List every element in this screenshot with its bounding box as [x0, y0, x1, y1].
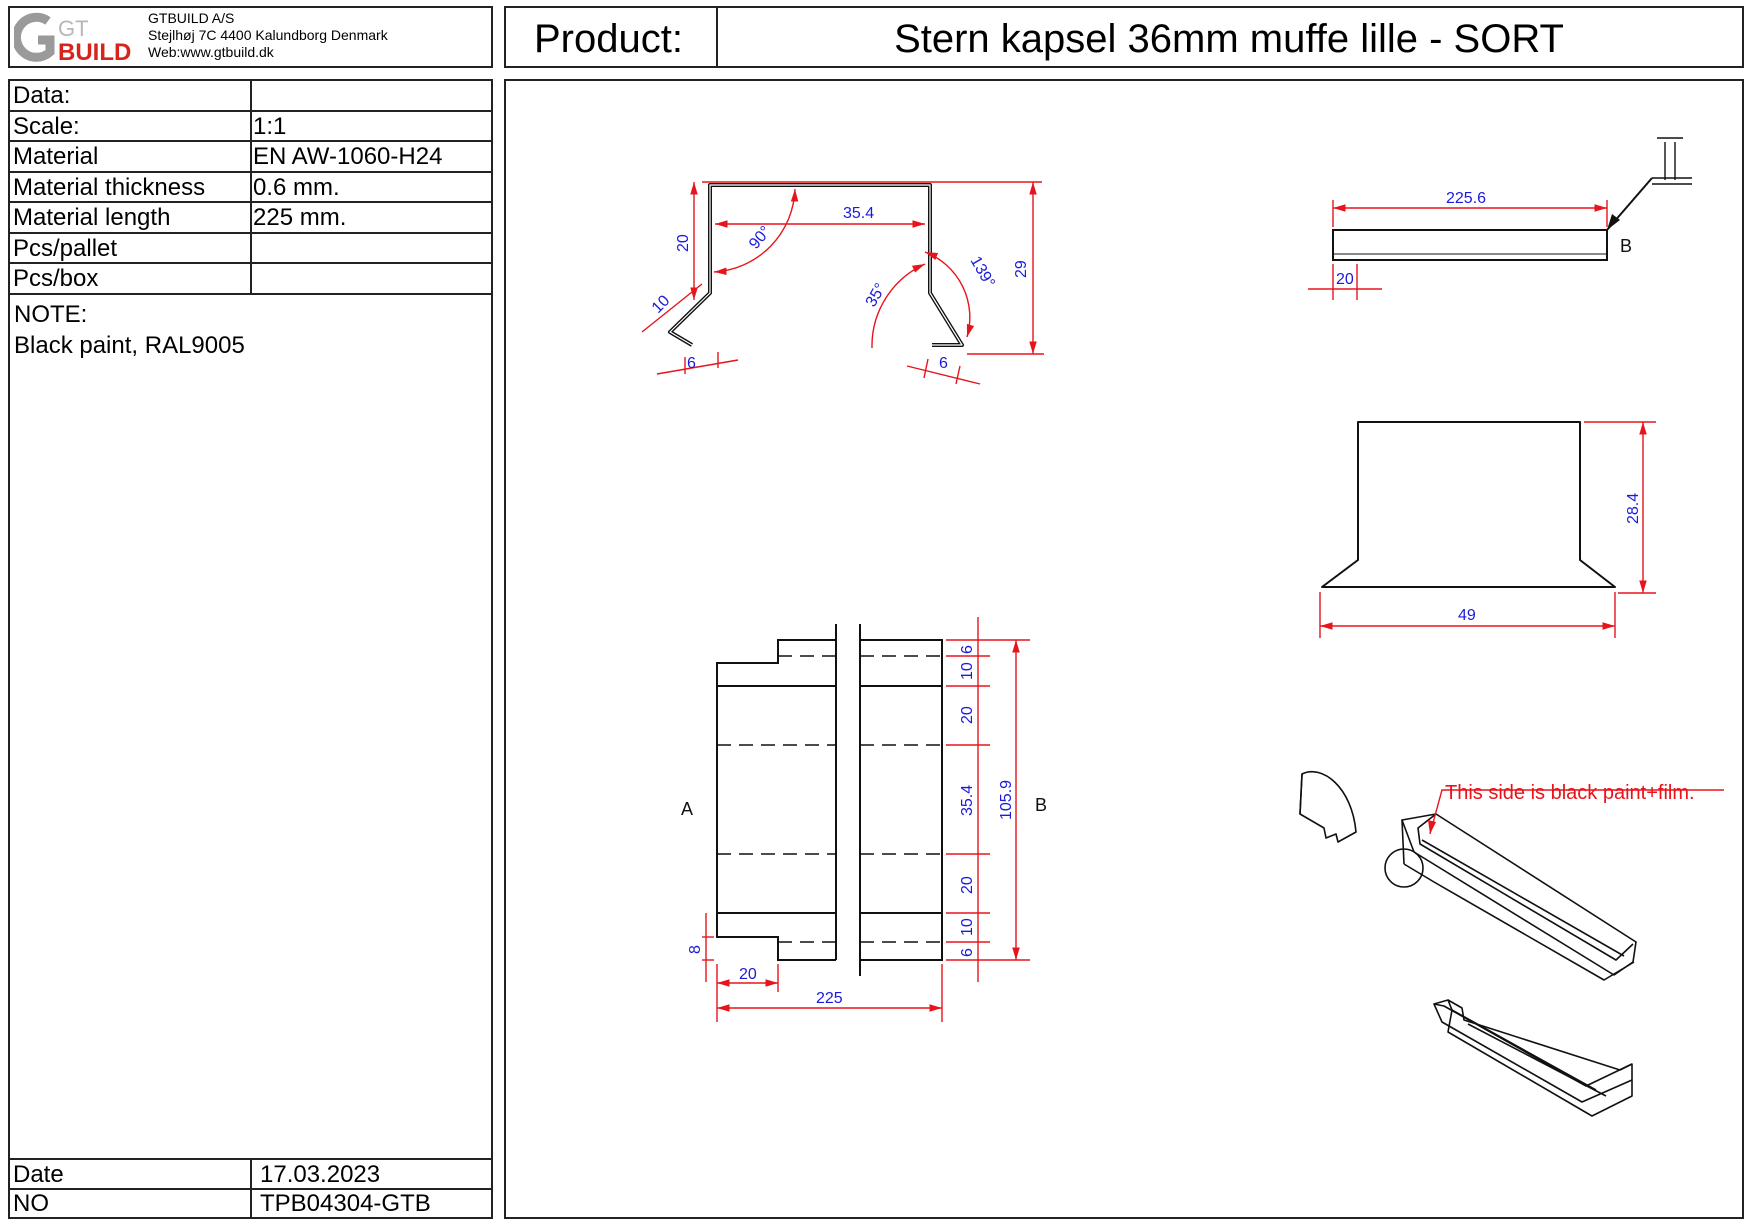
spec-label: Scale: [13, 112, 80, 140]
end-width-label: 49 [1458, 607, 1476, 624]
side-b-label: B [1035, 795, 1047, 815]
end-height-label: 28.4 [1625, 493, 1642, 524]
note-text: Black paint, RAL9005 [14, 332, 245, 359]
side-a-label: A [681, 799, 693, 819]
side-length-label: 225.6 [1446, 190, 1486, 207]
spec-label: Material length [13, 204, 171, 231]
profile-section: 35.4 20 29 10 6 6 90° 139° 35° [641, 181, 1044, 385]
spec-label: Pcs/box [13, 265, 99, 292]
no-label: NO [13, 1190, 49, 1217]
spec-label: Data: [13, 82, 71, 109]
dim-right-height: 29 [1013, 260, 1030, 278]
flat-pattern: 6 10 20 35.4 20 10 6 105.9 8 20 225 A B [681, 617, 1047, 1022]
seg-label: 6 [959, 645, 976, 654]
company-address: Stejlhøj 7C 4400 Kalundborg Denmark [148, 27, 388, 43]
no-value: TPB04304-GTB [260, 1190, 431, 1217]
total-height-label: 105.9 [998, 780, 1015, 820]
seg-label: 10 [959, 918, 976, 936]
technical-drawing: 35.4 20 29 10 6 6 90° 139° 35° [641, 137, 1724, 1117]
isometric-views [1299, 770, 1637, 1117]
spec-row-thickness: Material thickness 0.6 mm. [10, 172, 491, 203]
product-label: Product: [534, 17, 683, 61]
spec-row-pcs-box: Pcs/box [10, 264, 491, 295]
note-label: NOTE: [14, 301, 88, 328]
iso-note-text: This side is black paint+film. [1445, 782, 1695, 804]
section-b-label: B [1620, 236, 1632, 256]
length-label: 225 [816, 990, 843, 1007]
iso-note: This side is black paint+film. [1428, 782, 1724, 835]
spec-row-scale: Scale: 1:1 [10, 111, 491, 142]
seg-label: 20 [959, 876, 976, 894]
seg-label: 10 [959, 662, 976, 680]
date-label: Date [13, 1161, 64, 1188]
dim-width: 35.4 [843, 205, 874, 222]
spec-value: EN AW-1060-H24 [253, 143, 443, 170]
title-divider [716, 8, 718, 66]
company-logo: GT BUILD [14, 12, 131, 66]
seg-label: 6 [959, 948, 976, 957]
dim-left-height: 20 [675, 234, 692, 252]
company-info: GTBUILD A/S Stejlhøj 7C 4400 Kalundborg … [148, 10, 388, 61]
footer-row-no: NO TPB04304-GTB [10, 1189, 491, 1219]
company-web: Web:www.gtbuild.dk [148, 44, 274, 60]
svg-text:BUILD: BUILD [58, 39, 131, 66]
spec-row-data: Data: [10, 81, 491, 112]
product-name: Stern kapsel 36mm muffe lille - SORT [894, 17, 1564, 61]
spec-label: Material thickness [13, 173, 206, 201]
side-view: 225.6 20 B [1308, 137, 1692, 300]
profile-outline [668, 183, 964, 347]
side-offset-label: 20 [1336, 271, 1354, 288]
dim-left-flange: 6 [687, 355, 696, 372]
company-name: GTBUILD A/S [148, 10, 235, 26]
spec-row-material: Material EN AW-1060-H24 [10, 142, 491, 173]
spec-row-pcs-pallet: Pcs/pallet [10, 233, 491, 264]
dim-right-flange: 6 [939, 355, 948, 372]
spec-value: 1:1 [253, 112, 287, 140]
company-box: GT BUILD GTBUILD A/S Stejlhøj 7C 4400 Ka… [8, 6, 493, 68]
dim-angle-inner: 35° [863, 281, 890, 310]
drawing-area: 35.4 20 29 10 6 6 90° 139° 35° [504, 79, 1744, 1219]
notch-width-label: 20 [739, 966, 757, 983]
spec-label: Pcs/pallet [13, 234, 118, 262]
footer-row-date: Date 17.03.2023 [10, 1158, 491, 1190]
spec-row-length: Material length 225 mm. [10, 203, 491, 234]
end-view: 28.4 49 [1319, 421, 1656, 638]
spec-value: 225 mm. [253, 204, 347, 231]
notch-label: 8 [687, 945, 704, 954]
svg-text:GT: GT [58, 16, 89, 41]
spec-value: 0.6 mm. [253, 173, 340, 201]
dim-angle-top: 90° [746, 223, 775, 252]
product-title-box: Product: Stern kapsel 36mm muffe lille -… [504, 6, 1744, 68]
dim-lip: 10 [649, 292, 674, 317]
seg-label: 20 [959, 706, 976, 724]
spec-panel: Data: Scale: 1:1 Material EN AW-1060-H24… [8, 79, 493, 1219]
date-value: 17.03.2023 [260, 1161, 381, 1188]
seg-label: 35.4 [959, 785, 976, 816]
dim-angle-right: 139° [967, 254, 998, 291]
spec-label: Material [13, 143, 99, 170]
